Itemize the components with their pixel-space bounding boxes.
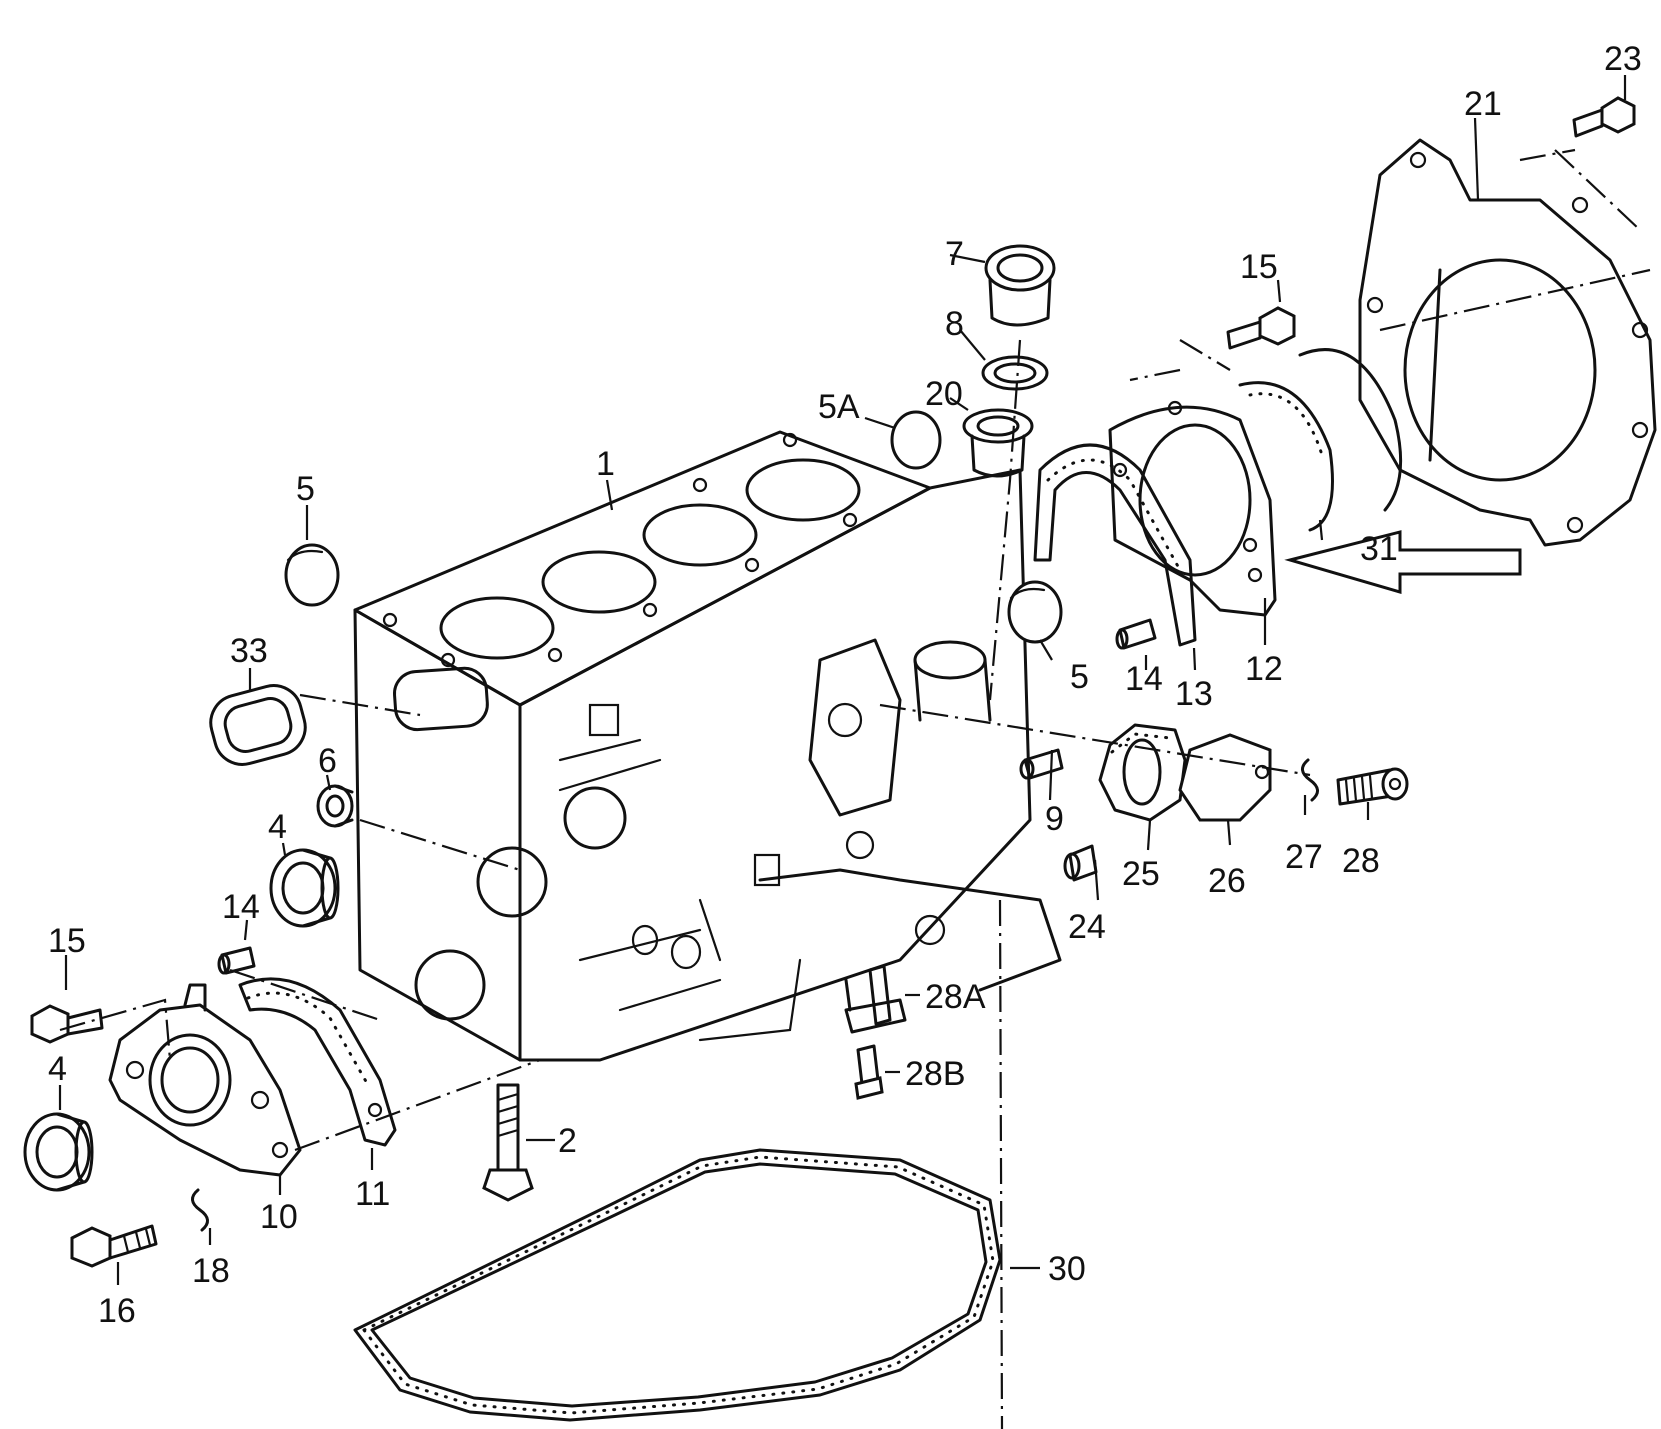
washer-27 [1301,758,1319,802]
callout-24: 24 [1068,908,1106,946]
gasket-25 [1098,723,1187,822]
seal-ring-8 [981,355,1049,391]
callout-26: 26 [1208,862,1246,900]
callout-10: 10 [260,1198,298,1236]
engine-block [353,430,1062,1062]
callout-30: 30 [1048,1250,1086,1288]
bolt-16 [70,1224,158,1268]
callout-28: 28 [1342,842,1380,880]
sensor-28A [844,964,907,1034]
plug-5-right [1007,580,1063,644]
callout-25: 25 [1122,855,1160,893]
callout-28A: 28A [925,978,986,1016]
bolt-28B [854,1044,884,1100]
callout-5-right: 5 [1070,658,1089,696]
callout-31: 31 [1360,530,1398,568]
callout-16: 16 [98,1292,136,1330]
leader-lines [58,75,1627,1285]
gasket-31 [1238,348,1403,532]
cap-7 [984,244,1056,327]
assembly-centerlines [59,148,1651,1429]
callout-15-left: 15 [48,922,86,960]
callout-4-lower: 4 [48,1050,67,1088]
callout-18: 18 [192,1252,230,1290]
callout-5-left: 5 [296,470,315,508]
callout-8: 8 [945,305,964,343]
cover-plate-21 [1358,138,1657,547]
bushing-6 [316,784,354,828]
cover-26 [1178,733,1272,822]
bolt-2 [482,1083,555,1202]
plug-5-left [284,543,340,607]
callout-13: 13 [1175,675,1213,713]
callout-12: 12 [1245,650,1283,688]
seal-flange-12 [1108,400,1277,617]
callout-27: 27 [1285,838,1323,876]
callout-5A: 5A [818,388,860,426]
bolt-15-left [30,1004,104,1044]
highlight-arrow [1284,530,1522,594]
oil-seal-4-upper [269,848,340,928]
callout-21: 21 [1464,85,1502,123]
oil-pan-gasket-30 [353,1148,1002,1422]
plug-5A [890,410,942,470]
callout-11: 11 [355,1175,390,1213]
gasket-11 [238,977,397,1147]
callout-6: 6 [318,742,337,780]
dowel-14-left [217,946,256,975]
pin-9 [1019,748,1064,780]
gasket-33 [209,684,307,766]
callout-2: 2 [558,1122,577,1160]
bolt-15-right [1226,306,1296,350]
bolt-28 [1336,767,1409,806]
callout-labels: 1 2 4 4 5 5 5A 6 7 8 9 10 11 12 13 14 14… [48,40,1642,1330]
callout-20: 20 [925,375,963,413]
callout-7: 7 [945,235,964,273]
callout-1: 1 [596,445,615,483]
callout-23: 23 [1604,40,1642,78]
callout-33: 33 [230,632,268,670]
seal-flange-10 [108,983,302,1177]
gasket-13 [1033,443,1197,647]
sleeve-20 [962,408,1034,478]
callout-4-upper: 4 [268,808,287,846]
dowel-14-right [1115,618,1157,650]
washer-18 [191,1188,209,1232]
sleeve-24 [1063,844,1098,882]
callout-14-left: 14 [222,888,260,926]
callout-28B: 28B [905,1055,966,1093]
callout-15-right: 15 [1240,248,1278,286]
bolt-23 [1572,96,1636,138]
oil-seal-4-lower [23,1112,94,1192]
callout-14-right: 14 [1125,660,1163,698]
callout-9: 9 [1045,800,1064,838]
